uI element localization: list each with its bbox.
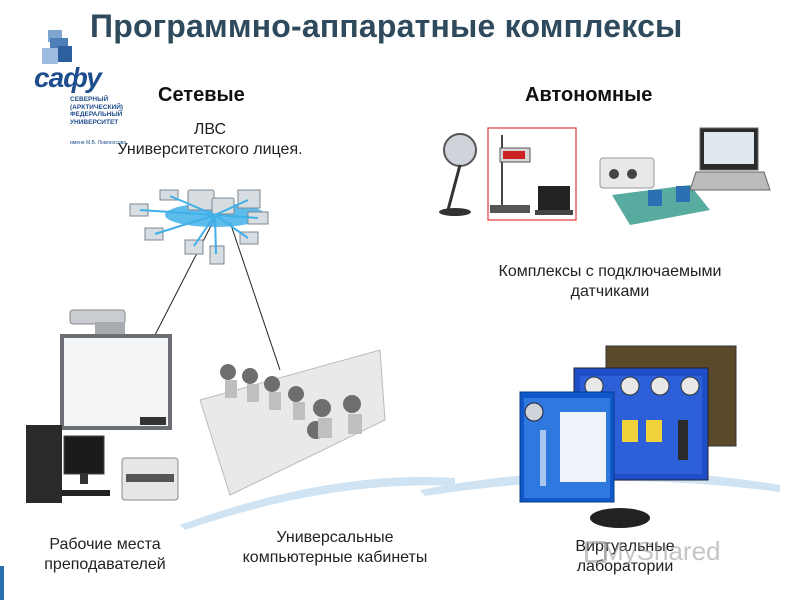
logo-university-name: СЕВЕРНЫЙ (АРКТИЧЕСКИЙ) ФЕДЕРАЛЬНЫЙ УНИВЕ… (70, 96, 124, 126)
slide-title: Программно-аппаратные комплексы (90, 8, 683, 44)
swoosh-left (180, 476, 455, 530)
watermark-icon (585, 541, 607, 563)
computer-classroom (199, 349, 386, 496)
logo-university-subline: имени М.В. Ломоносова (70, 140, 127, 146)
watermark-text: MyShared (602, 536, 721, 566)
teacher-workplaces-caption: Рабочие места преподавателей (44, 536, 166, 573)
teacher-workstation (26, 425, 179, 503)
autonomous-heading: Автономные (525, 84, 653, 106)
virtual-labs-screens (519, 345, 737, 528)
left-accent-bar (0, 566, 4, 600)
university-logo (42, 30, 72, 64)
sensor-lab-setup (439, 127, 771, 225)
interactive-whiteboard (60, 309, 172, 430)
lan-network-diagram (129, 189, 281, 371)
lan-caption: ЛВС Университетского лицея. (117, 121, 303, 158)
logo-wordmark: сафу (34, 62, 102, 93)
sensor-caption: Комплексы с подключаемыми датчиками (498, 263, 722, 300)
computer-classrooms-caption: Универсальные компьютерные кабинеты (242, 529, 428, 566)
network-heading: Сетевые (158, 84, 245, 106)
